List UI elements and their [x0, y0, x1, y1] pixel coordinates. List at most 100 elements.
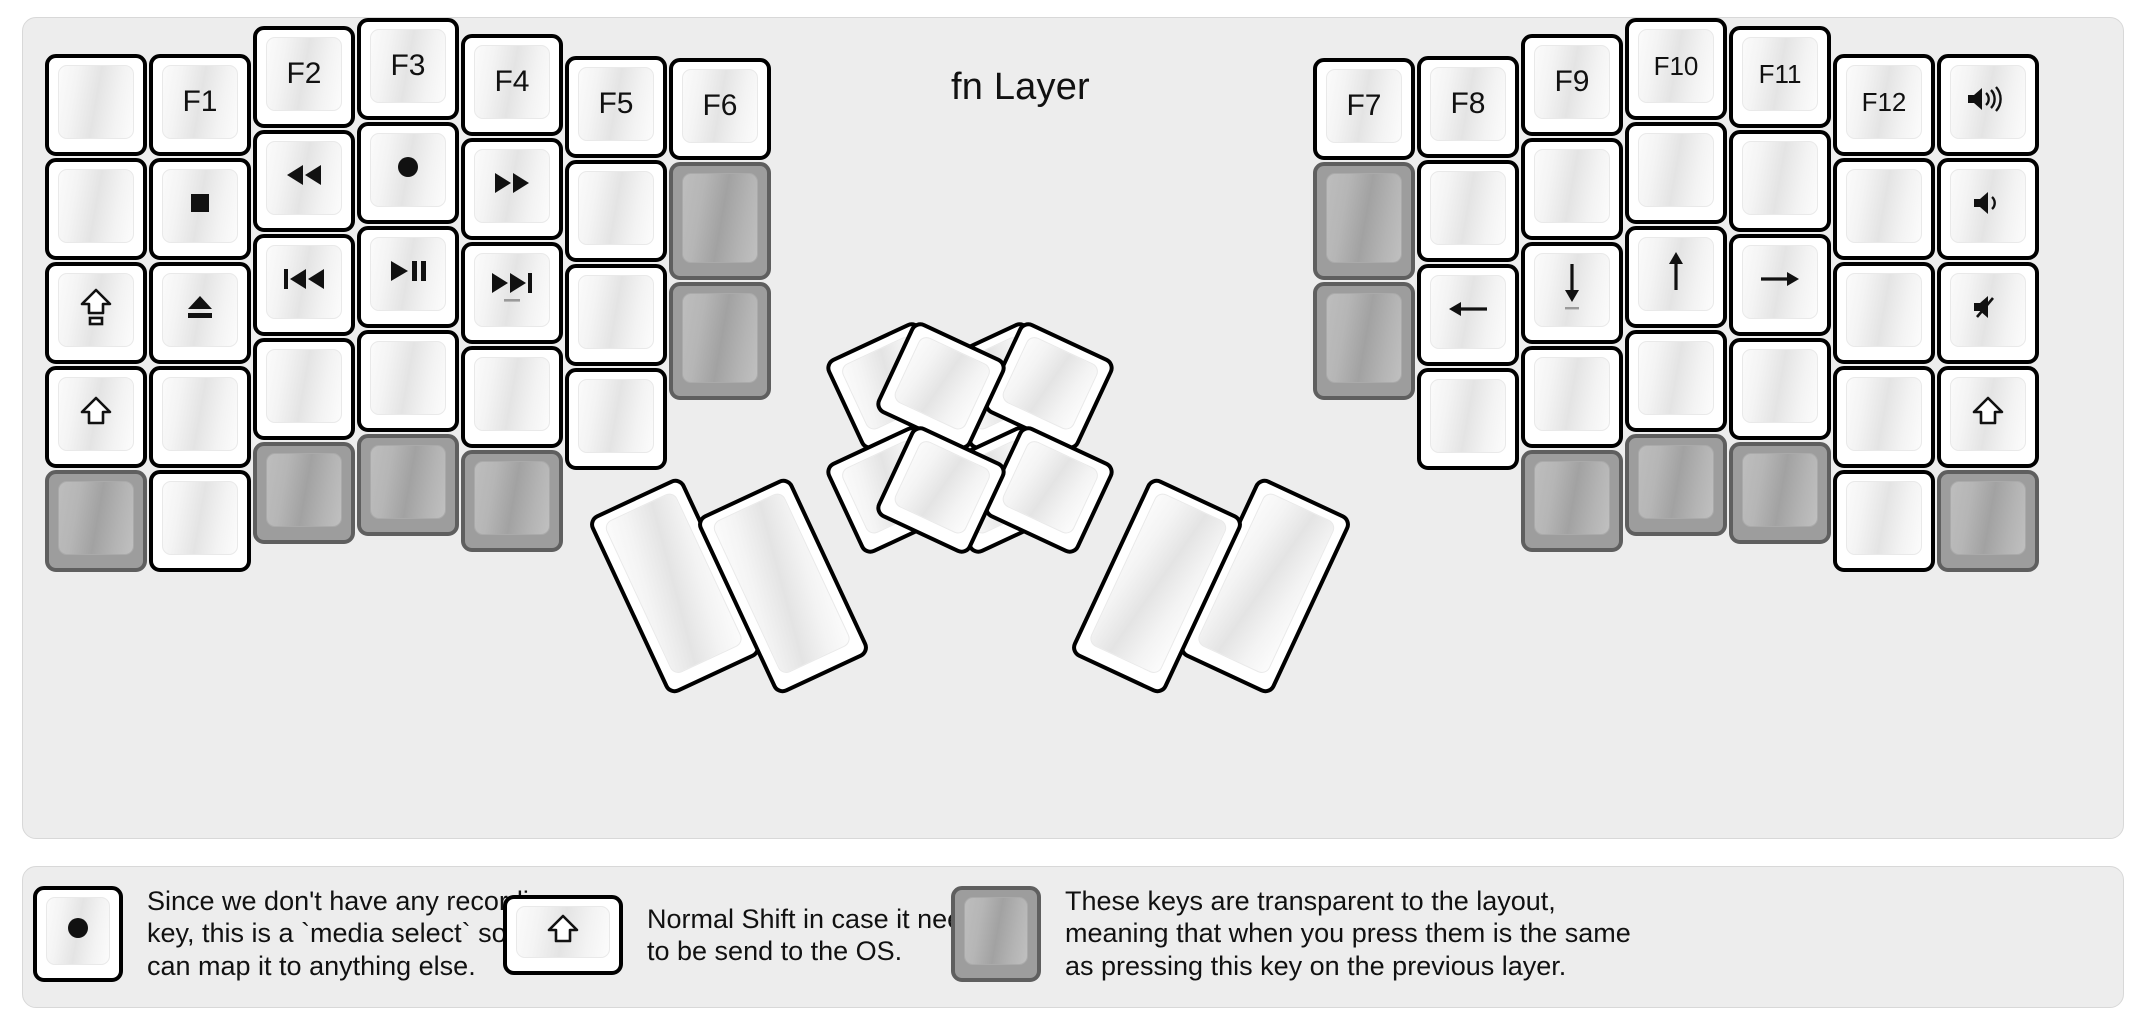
key-right-col-ring-r3[interactable]: [1729, 338, 1831, 440]
arrow-right-icon: [1743, 246, 1817, 318]
key-left-col-extra-r1[interactable]: [669, 162, 771, 280]
key-left-col-index-r3[interactable]: [461, 346, 563, 448]
key-legend-blank: [1001, 440, 1099, 536]
key-right-col-index-r0[interactable]: F9: [1521, 34, 1623, 136]
key-left-col-ring-r3[interactable]: [253, 338, 355, 440]
key-left-col-pinky-r3[interactable]: [149, 366, 251, 468]
keycap: [1729, 442, 1831, 544]
key-right-col-pinky-outer-r1[interactable]: [1937, 158, 2039, 260]
key-left-col-ring-r4[interactable]: [253, 442, 355, 544]
keycap: [253, 442, 355, 544]
key-left-col-extra-r0[interactable]: F6: [669, 58, 771, 160]
key-left-col-ring-r2[interactable]: [253, 234, 355, 336]
key-right-col-pinky-outer-r2[interactable]: [1937, 262, 2039, 364]
keycap: [1417, 264, 1519, 366]
key-left-col-index-inner-r1[interactable]: [565, 160, 667, 262]
arrow-left-icon: [1431, 276, 1505, 348]
keycap-face: [162, 481, 238, 555]
key-right-col-extra-r0[interactable]: F7: [1313, 58, 1415, 160]
key-right-col-extra-r2[interactable]: [1313, 282, 1415, 400]
key-left-col-middle-r2[interactable]: [357, 226, 459, 328]
keycap-face: [370, 237, 446, 311]
key-left-col-extra-r2[interactable]: [669, 282, 771, 400]
key-left-col-index-inner-r0[interactable]: F5: [565, 56, 667, 158]
key-legend-blank: [371, 342, 445, 414]
key-right-col-ring-r2[interactable]: [1729, 234, 1831, 336]
key-legend-blank: [1639, 342, 1713, 414]
key-left-col-middle-r1[interactable]: [357, 122, 459, 224]
keycap: [1417, 368, 1519, 470]
key-right-col-pinky-r0[interactable]: F12: [1833, 54, 1935, 156]
key-legend-text: F11: [1758, 59, 1802, 89]
key-legend-text: F3: [390, 49, 426, 82]
key-legend-blank: [1431, 380, 1505, 452]
keycap: [149, 470, 251, 572]
key-right-col-index-inner-r1[interactable]: [1417, 160, 1519, 262]
keycap-face: [474, 149, 550, 223]
key-right-col-pinky-r1[interactable]: [1833, 158, 1935, 260]
key-left-col-pinky-r2[interactable]: [149, 262, 251, 364]
key-right-col-index-r3[interactable]: [1521, 346, 1623, 448]
key-right-col-index-r4[interactable]: [1521, 450, 1623, 552]
key-right-col-pinky-r4[interactable]: [1833, 470, 1935, 572]
key-left-col-index-r4[interactable]: [461, 450, 563, 552]
keycap-face: [266, 245, 342, 319]
key-right-col-middle-r4[interactable]: [1625, 434, 1727, 536]
key-right-col-index-inner-r0[interactable]: F8: [1417, 56, 1519, 158]
key-right-col-ring-r4[interactable]: [1729, 442, 1831, 544]
key-right-col-middle-r1[interactable]: [1625, 122, 1727, 224]
keycap: [1521, 242, 1623, 344]
key-left-col-pinky-outer-r1[interactable]: [45, 158, 147, 260]
keycap-face: [964, 896, 1028, 965]
key-right-col-pinky-outer-r0[interactable]: [1937, 54, 2039, 156]
key-right-col-index-inner-r2[interactable]: [1417, 264, 1519, 366]
key-right-col-pinky-r3[interactable]: [1833, 366, 1935, 468]
keycap-face: [58, 169, 134, 243]
keycap: [253, 338, 355, 440]
key-left-col-pinky-r1[interactable]: [149, 158, 251, 260]
keycap-face: [1638, 133, 1714, 207]
key-left-col-middle-r4[interactable]: [357, 434, 459, 536]
key-right-col-index-r1[interactable]: [1521, 138, 1623, 240]
key-left-col-pinky-outer-r2[interactable]: [45, 262, 147, 364]
key-left-col-pinky-r4[interactable]: [149, 470, 251, 572]
key-left-col-index-r2[interactable]: [461, 242, 563, 344]
key-right-col-middle-r0[interactable]: F10: [1625, 18, 1727, 120]
keycap-face: [891, 334, 993, 433]
key-legend-text: F5: [598, 87, 634, 120]
key-right-col-ring-r1[interactable]: [1729, 130, 1831, 232]
keycap-face: [1430, 275, 1506, 349]
key-right-col-index-inner-r3[interactable]: [1417, 368, 1519, 470]
key-left-col-index-r0[interactable]: F4: [461, 34, 563, 136]
key-right-col-middle-r2[interactable]: [1625, 226, 1727, 328]
key-left-col-index-inner-r3[interactable]: [565, 368, 667, 470]
keycap: [357, 330, 459, 432]
key-legend-blank: [267, 350, 341, 422]
key-left-col-middle-r3[interactable]: [357, 330, 459, 432]
key-left-col-pinky-outer-r4[interactable]: [45, 470, 147, 572]
key-legend-blank: [1743, 350, 1817, 422]
key-left-col-index-r1[interactable]: [461, 138, 563, 240]
keycap-face: F6: [682, 69, 758, 143]
key-right-col-ring-r0[interactable]: F11: [1729, 26, 1831, 128]
key-right-col-pinky-outer-r3[interactable]: [1937, 366, 2039, 468]
key-left-col-pinky-outer-r3[interactable]: [45, 366, 147, 468]
key-right-col-extra-r1[interactable]: [1313, 162, 1415, 280]
key-legend-blank: [163, 378, 237, 450]
key-left-col-index-inner-r2[interactable]: [565, 264, 667, 366]
key-left-col-ring-r0[interactable]: F2: [253, 26, 355, 128]
key-left-col-ring-r1[interactable]: [253, 130, 355, 232]
keycap: [33, 885, 123, 982]
keycap-face: [1742, 245, 1818, 319]
key-left-col-middle-r0[interactable]: F3: [357, 18, 459, 120]
keycap-face: [1950, 481, 2026, 555]
key-left-col-pinky-r0[interactable]: F1: [149, 54, 251, 156]
keycap: [1729, 130, 1831, 232]
keycap-face: [516, 906, 610, 958]
key-right-col-index-r2[interactable]: [1521, 242, 1623, 344]
keycap: F7: [1313, 58, 1415, 160]
key-right-col-pinky-outer-r4[interactable]: [1937, 470, 2039, 572]
key-right-col-pinky-r2[interactable]: [1833, 262, 1935, 364]
key-left-col-pinky-outer-r0[interactable]: [45, 54, 147, 156]
key-right-col-middle-r3[interactable]: [1625, 330, 1727, 432]
